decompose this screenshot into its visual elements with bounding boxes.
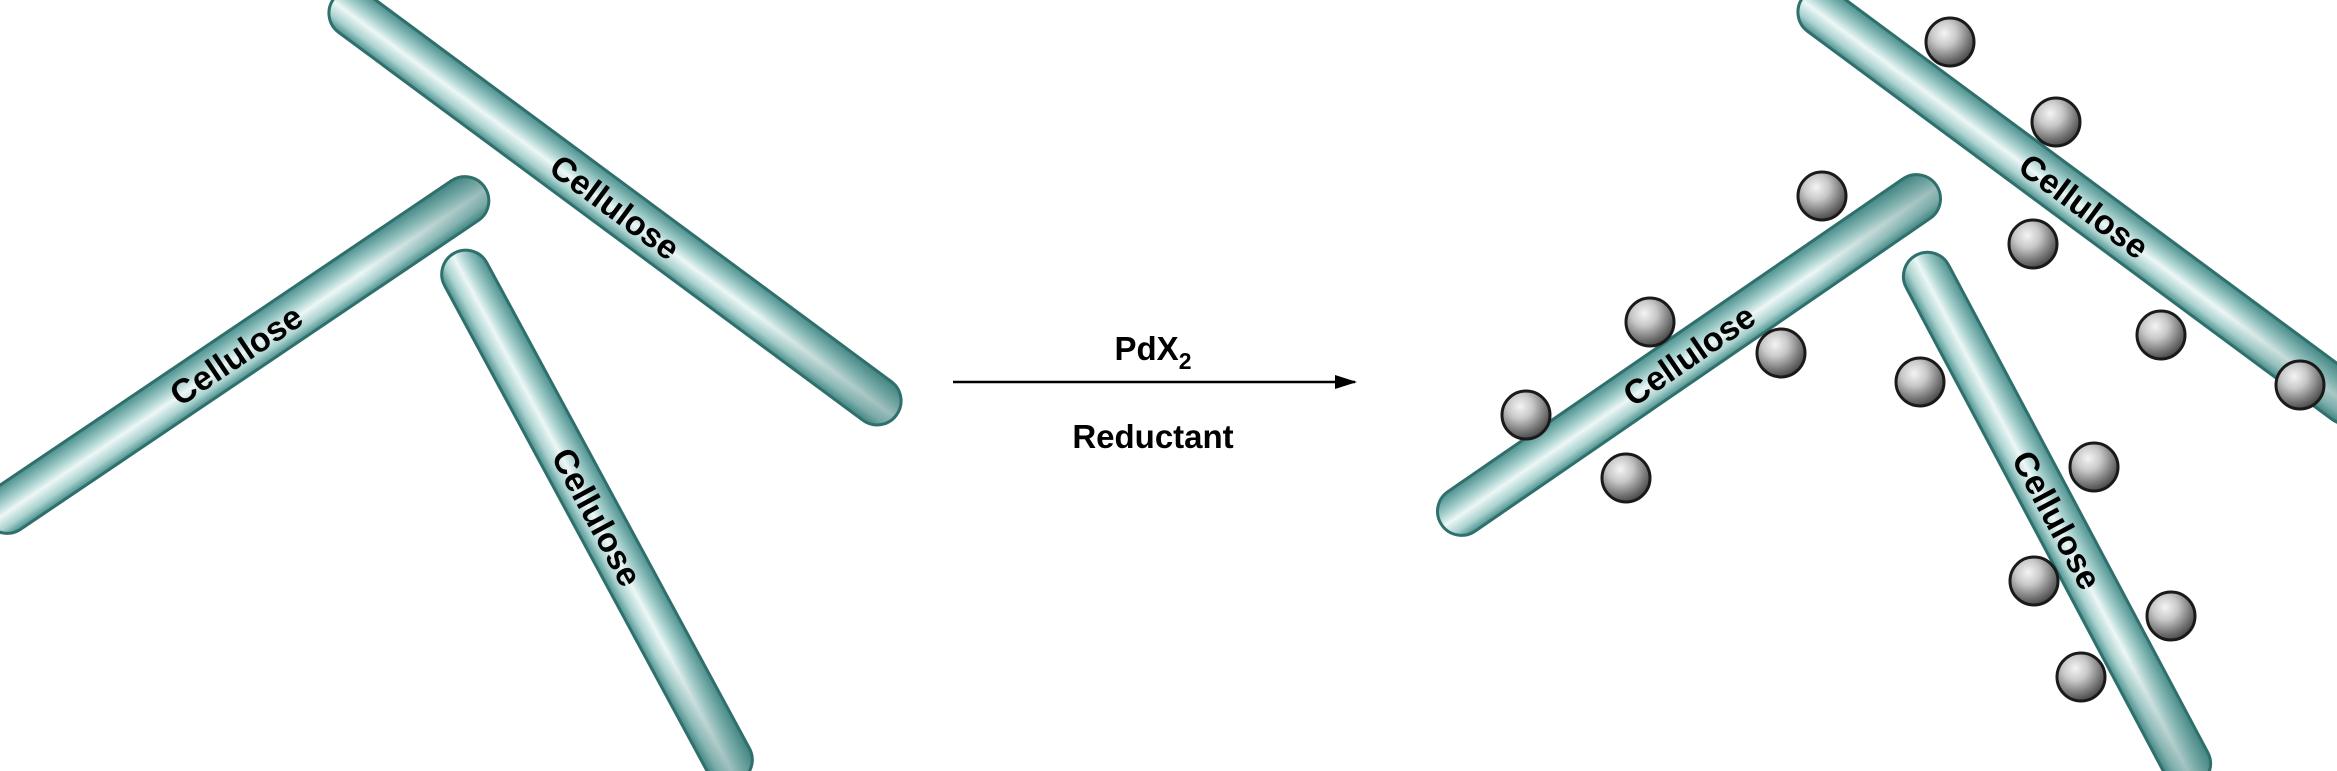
reagent-label: PdX2 [1115, 330, 1192, 374]
reaction-arrow-group: PdX2 Reductant [953, 330, 1357, 455]
cellulose-rod: Cellulose [1796, 0, 2337, 426]
pd-nanoparticle [1894, 356, 1946, 408]
pd-nanoparticle [1924, 16, 1976, 68]
pd-nanoparticle [2274, 359, 2326, 411]
pd-nanoparticle [2145, 590, 2197, 642]
pd-nanoparticle [1755, 327, 1807, 379]
pd-nanoparticle [1624, 296, 1676, 348]
rod-label: Cellulose [163, 298, 310, 414]
cellulose-rod: Cellulose [1436, 173, 1942, 537]
pd-nanoparticles [1500, 16, 2326, 703]
pd-nanoparticle [2008, 555, 2060, 607]
condition-label: Reductant [1072, 418, 1233, 455]
pd-nanoparticle [1500, 389, 1552, 441]
pd-nanoparticle [2135, 309, 2187, 361]
product: Cellulose Cellulose Cellulose [1436, 0, 2337, 771]
rod-label: Cellulose [542, 148, 686, 268]
starting-material: Cellulose Cellulose Cellulose [0, 0, 903, 771]
pd-nanoparticle [2055, 651, 2107, 703]
cellulose-rod: Cellulose [440, 248, 754, 771]
pd-nanoparticle [1600, 452, 1652, 504]
pd-nanoparticle [2007, 218, 2059, 270]
cellulose-rod: Cellulose [0, 175, 491, 535]
pd-nanoparticle [2068, 441, 2120, 493]
pd-nanoparticle [1796, 170, 1848, 222]
pd-nanoparticle [2030, 96, 2082, 148]
